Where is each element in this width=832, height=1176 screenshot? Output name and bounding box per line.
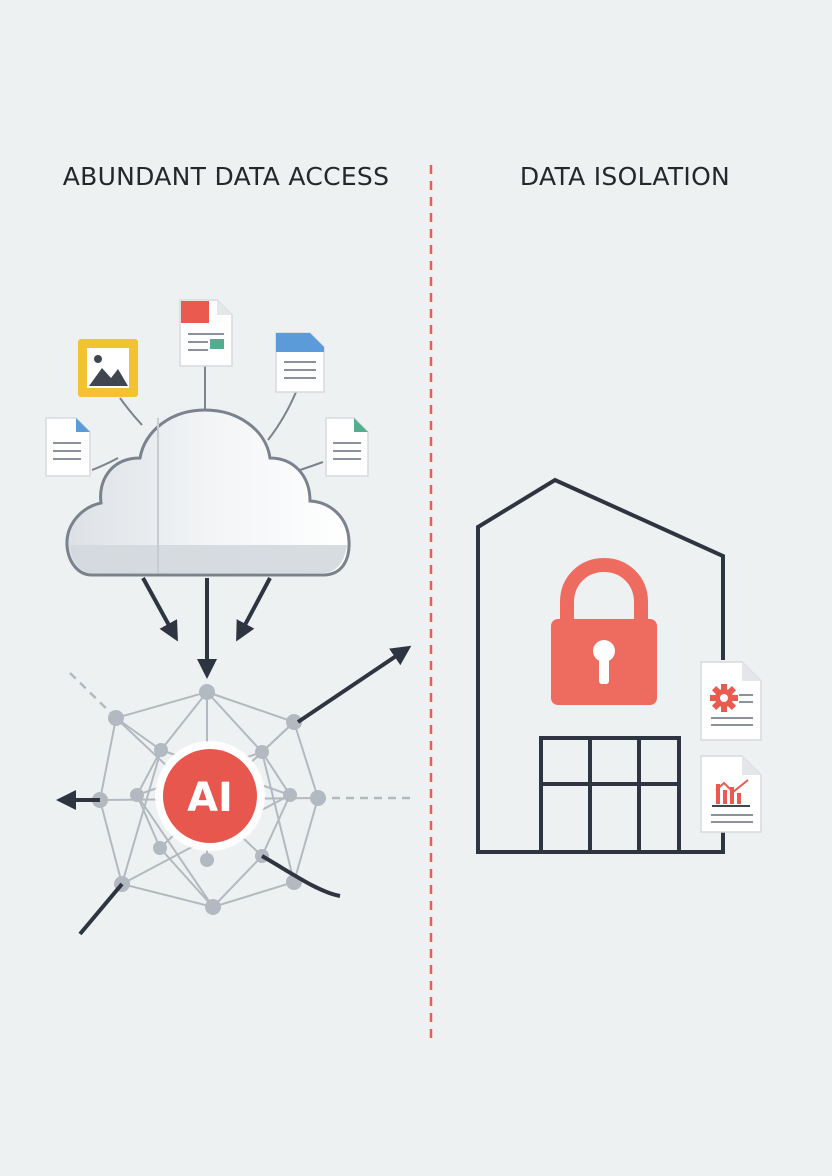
document-icon-small-left bbox=[45, 417, 91, 477]
data-isolation-heading: DATA ISOLATION bbox=[519, 162, 731, 191]
padlock-icon bbox=[551, 557, 657, 705]
cloud-icon bbox=[65, 408, 351, 577]
settings-document-icon bbox=[700, 661, 762, 741]
network-output-arrows bbox=[56, 645, 412, 936]
cloud-to-ai-arrows bbox=[141, 577, 272, 679]
ai-node: AI bbox=[155, 741, 265, 851]
chart-document-icon bbox=[700, 755, 762, 833]
file-connectors bbox=[91, 366, 324, 471]
ai-label: AI bbox=[187, 775, 233, 821]
document-icon-green bbox=[325, 417, 369, 477]
document-icon-red bbox=[179, 299, 233, 367]
house-icon bbox=[476, 477, 725, 854]
abundant-data-access-heading: ABUNDANT DATA ACCESS bbox=[62, 162, 390, 191]
document-icon-blue bbox=[275, 332, 325, 393]
image-file-icon bbox=[78, 339, 138, 397]
